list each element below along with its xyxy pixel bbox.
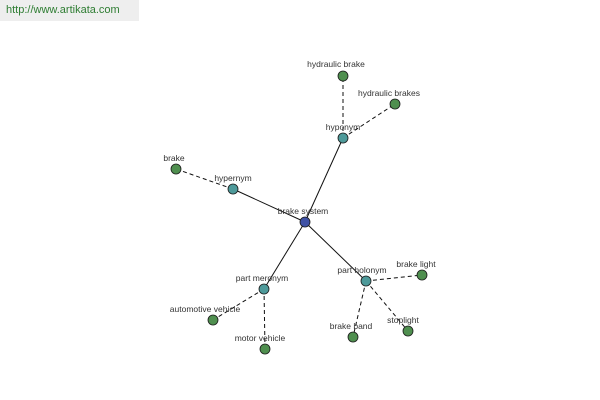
node-label-brake-light: brake light bbox=[396, 259, 436, 269]
node-label-hypernym: hypernym bbox=[214, 173, 251, 183]
url-banner: http://www.artikata.com bbox=[0, 0, 139, 21]
edge-part-holonym-stoplight bbox=[365, 280, 409, 332]
term-node-brake-band[interactable] bbox=[347, 331, 359, 343]
node-label-stoplight: stoplight bbox=[387, 315, 419, 325]
node-label-motor-vehicle: motor vehicle bbox=[235, 333, 286, 343]
term-node-brake-light[interactable] bbox=[416, 269, 428, 281]
nodes-layer bbox=[170, 70, 428, 355]
term-node-brake[interactable] bbox=[170, 163, 182, 175]
node-label-brake-band: brake band bbox=[330, 321, 373, 331]
term-node-motor-vehicle[interactable] bbox=[259, 343, 271, 355]
node-label-hyponym: hyponym bbox=[326, 122, 361, 132]
node-label-hydraulic-brake: hydraulic brake bbox=[307, 59, 365, 69]
edge-hyponym-hydraulic-brakes bbox=[342, 103, 396, 139]
edge-part-meronym-automotive-vehicle bbox=[212, 288, 265, 321]
node-label-automotive-vehicle: automotive vehicle bbox=[170, 304, 241, 314]
node-label-part-holonym: part holonym bbox=[337, 265, 386, 275]
edge-brake-system-part-meronym bbox=[263, 221, 306, 290]
term-node-automotive-vehicle[interactable] bbox=[207, 314, 219, 326]
edge-part-meronym-motor-vehicle bbox=[263, 288, 266, 350]
node-label-part-meronym: part meronym bbox=[236, 273, 288, 283]
term-node-stoplight[interactable] bbox=[402, 325, 414, 337]
edge-brake-system-hyponym bbox=[304, 137, 344, 223]
url-link[interactable]: http://www.artikata.com bbox=[6, 4, 120, 16]
labels-layer: brake system hyponym hypernym part meronym p… bbox=[163, 59, 436, 343]
edge-brake-system-part-holonym bbox=[304, 221, 367, 282]
relation-node-hypernym[interactable] bbox=[227, 183, 239, 195]
edge-part-holonym-brake-light bbox=[365, 274, 423, 282]
relation-node-part-meronym[interactable] bbox=[258, 283, 270, 295]
center-node-brake-system[interactable] bbox=[299, 216, 311, 228]
node-label-brake-system: brake system bbox=[278, 206, 329, 216]
term-node-hydraulic-brake[interactable] bbox=[337, 70, 349, 82]
relation-node-hyponym[interactable] bbox=[337, 132, 349, 144]
edge-hypernym-brake bbox=[175, 168, 234, 190]
edge-brake-system-hypernym bbox=[232, 188, 306, 223]
node-label-hydraulic-brakes: hydraulic brakes bbox=[358, 88, 420, 98]
node-label-brake: brake bbox=[163, 153, 185, 163]
edge-part-holonym-brake-band bbox=[352, 280, 367, 338]
edges-layer bbox=[175, 76, 423, 350]
relation-node-part-holonym[interactable] bbox=[360, 275, 372, 287]
term-node-hydraulic-brakes[interactable] bbox=[389, 98, 401, 110]
